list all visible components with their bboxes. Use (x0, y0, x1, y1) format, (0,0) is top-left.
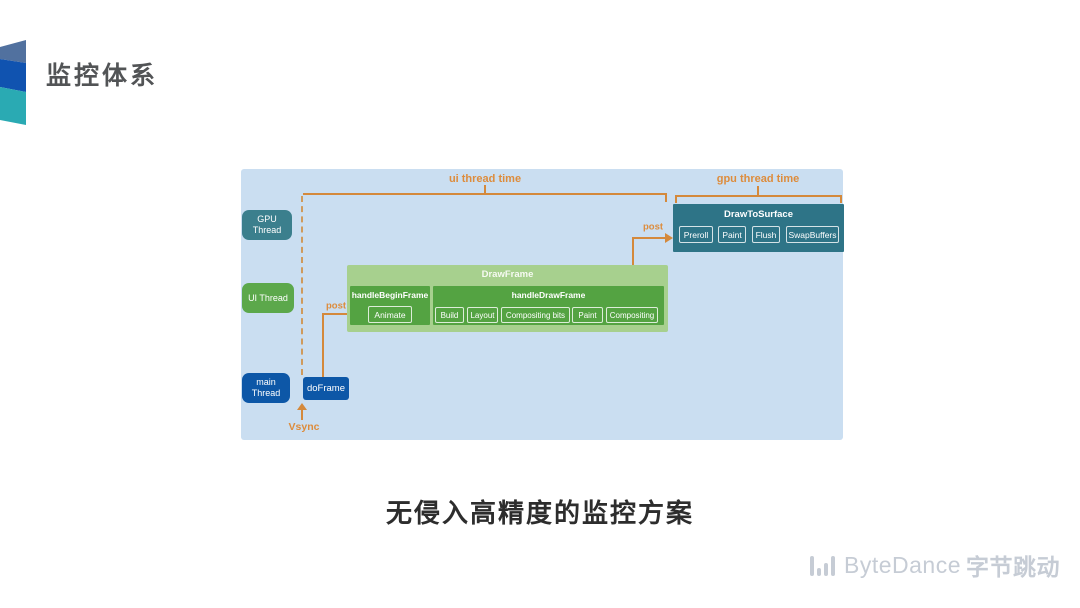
post1-horizontal-line (322, 313, 358, 315)
compositing-chip: Compositing (606, 307, 658, 323)
preroll-chip: Preroll (679, 226, 713, 243)
corner-flag-icon (0, 40, 26, 125)
handlebeginframe-box: handleBeginFrame Animate (350, 286, 430, 325)
compositing-bits-chip: Compositing bits (501, 307, 570, 323)
post1-label: post (325, 300, 347, 312)
post2-arrowhead-icon (665, 233, 673, 243)
handlebeginframe-title: handleBeginFrame (351, 290, 429, 300)
drawframe-group: DrawFrame handleBeginFrame Animate handl… (347, 265, 668, 332)
page-title: 监控体系 (46, 62, 159, 90)
ui-bracket (303, 193, 667, 202)
swapbuffers-chip: SwapBuffers (786, 226, 839, 243)
vsync-arrow-shaft (301, 410, 303, 420)
ui-thread-box: UI Thread (242, 283, 294, 313)
post2-horizontal-line (632, 237, 665, 239)
brand-name-cn: 字节跳动 (966, 554, 1061, 580)
vsync-arrowhead-icon (297, 403, 307, 410)
paint-gpu-chip: Paint (718, 226, 746, 243)
bytedance-logo: ByteDance 字节跳动 (810, 548, 1060, 582)
post2-label: post (642, 221, 664, 233)
brand-name-en: ByteDance (844, 551, 962, 578)
drawframe-title: DrawFrame (481, 269, 534, 280)
ui-bracket-tick (484, 185, 486, 193)
doframe-box: doFrame (303, 377, 349, 400)
layout-chip: Layout (467, 307, 498, 323)
build-chip: Build (435, 307, 464, 323)
animate-chip: Animate (368, 306, 412, 323)
gpu-bracket (675, 195, 842, 203)
gpu-bracket-tick (757, 186, 759, 195)
gpu-thread-box: GPU Thread (242, 210, 292, 240)
drawtosurface-group: DrawToSurface Preroll Paint Flush SwapBu… (673, 204, 844, 252)
equalizer-bars-icon (810, 554, 835, 576)
handledrawframe-box: handleDrawFrame Build Layout Compositing… (433, 286, 664, 325)
main-thread-box: main Thread (242, 373, 290, 403)
handledrawframe-title: handleDrawFrame (511, 290, 586, 300)
ui-thread-time-label: ui thread time (448, 173, 522, 185)
diagram-panel: ui thread time gpu thread time GPU Threa… (241, 169, 844, 440)
gpu-thread-time-label: gpu thread time (716, 173, 800, 185)
vsync-dashed-line (301, 196, 303, 375)
vsync-label: Vsync (288, 421, 320, 433)
post1-vertical-line (322, 313, 324, 377)
drawtosurface-title: DrawToSurface (724, 209, 793, 220)
slide-caption: 无侵入高精度的监控方案 (385, 498, 694, 528)
paint-chip: Paint (572, 307, 603, 323)
flush-chip: Flush (752, 226, 780, 243)
